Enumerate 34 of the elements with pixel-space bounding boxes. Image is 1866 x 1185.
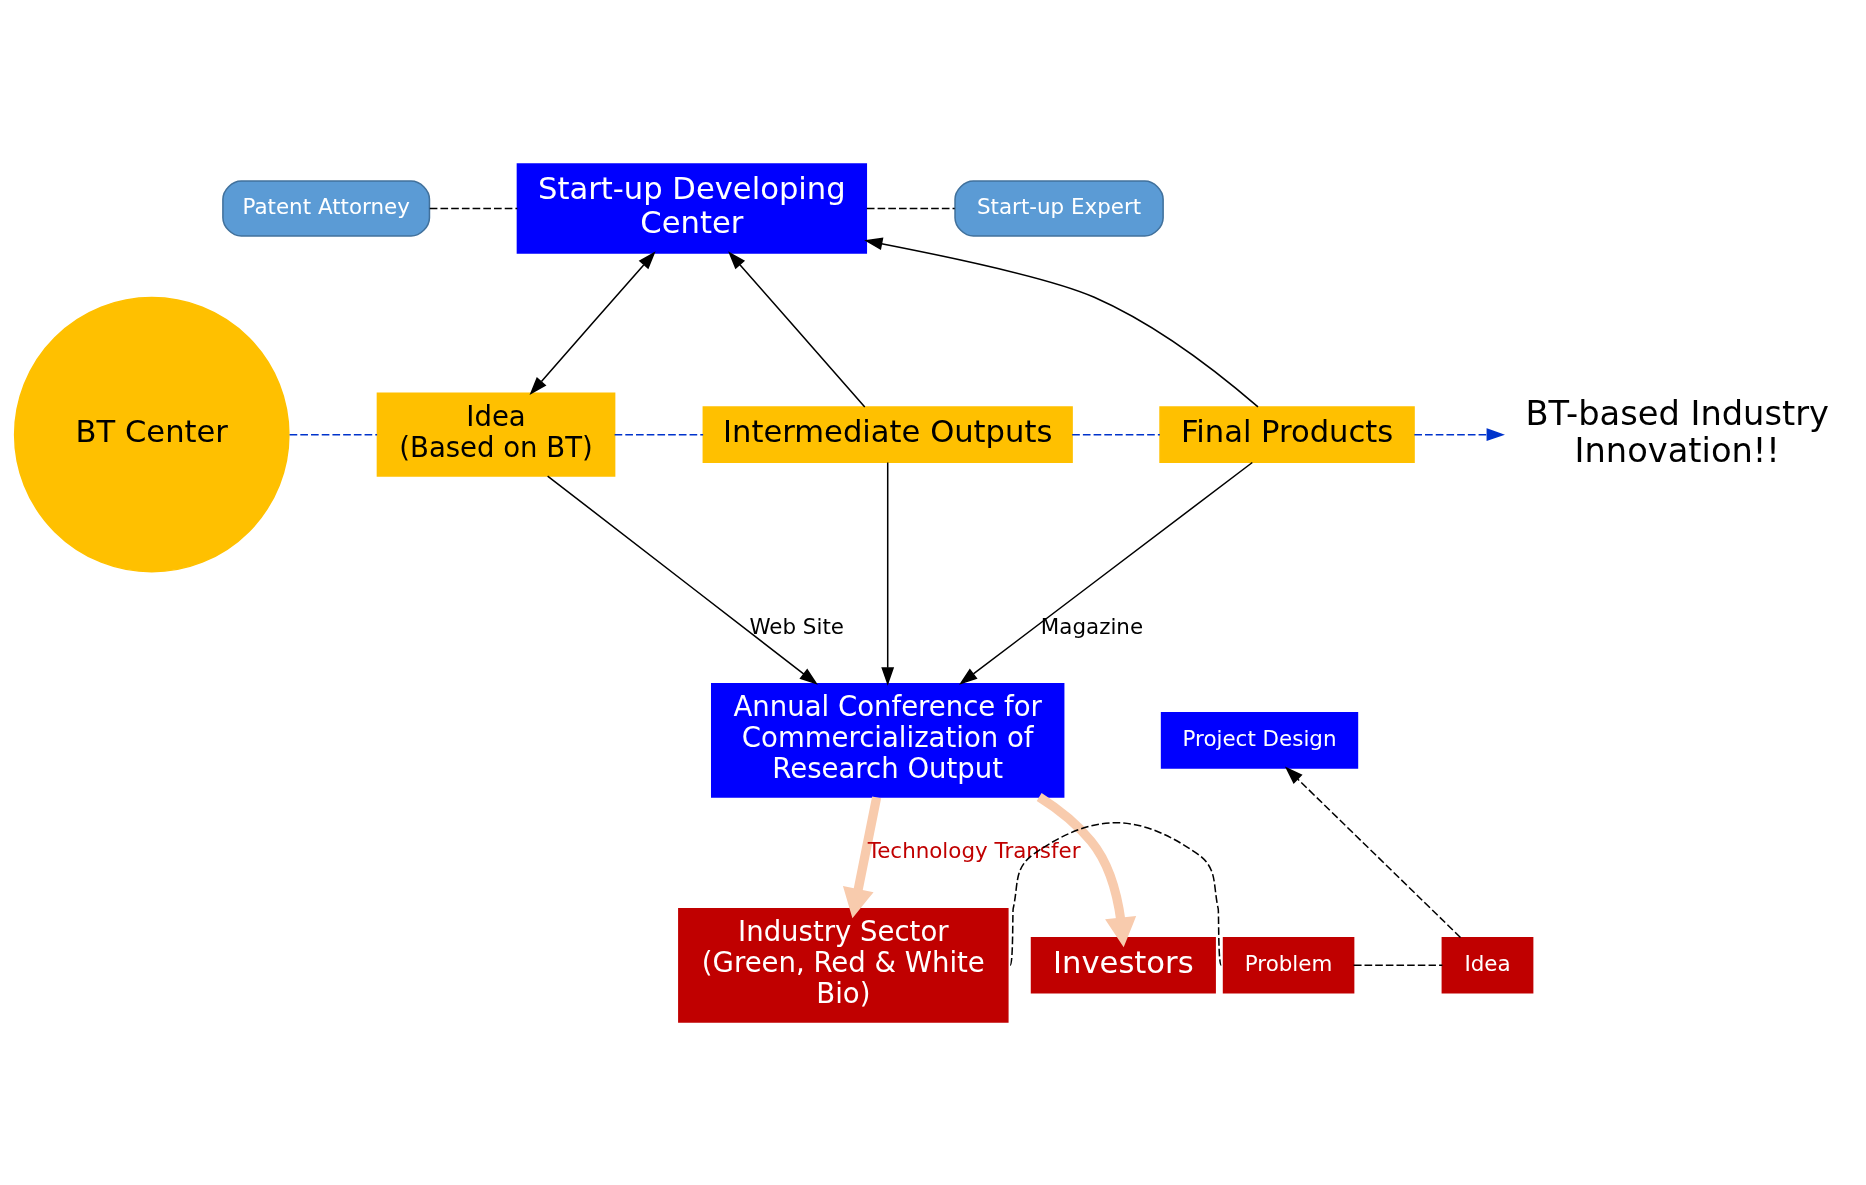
edge-label: Web Site xyxy=(749,613,844,639)
node-box: Annual Conference for Commercialization of Research Output xyxy=(711,682,1065,798)
edge-label: Magazine xyxy=(1040,613,1144,639)
node-box: Start-up Developing Center xyxy=(516,162,868,254)
connector xyxy=(288,433,378,435)
node-box: Start-up Expert xyxy=(954,179,1164,237)
node-box: Patent Attorney xyxy=(222,179,431,237)
connector xyxy=(1352,964,1444,966)
node-box: Industry Sector (Green, Red & White Bio) xyxy=(678,907,1009,1023)
connector xyxy=(866,207,956,209)
connector xyxy=(1071,433,1161,435)
node-box: Idea xyxy=(1441,936,1534,994)
node-circle: BT Center xyxy=(13,296,290,573)
node-box: Final Products xyxy=(1159,405,1415,463)
connector xyxy=(429,207,519,209)
arrow xyxy=(881,461,895,686)
node-box: Idea (Based on BT) xyxy=(376,392,616,477)
arrow xyxy=(1284,766,1462,938)
arrow xyxy=(959,461,1254,685)
arrow xyxy=(728,250,866,408)
arrow xyxy=(546,474,818,685)
edge-label: Technology Transfer xyxy=(867,837,1081,863)
arrow xyxy=(864,237,1259,408)
node-box: Problem xyxy=(1222,936,1355,994)
node-box: Project Design xyxy=(1160,711,1359,769)
connector xyxy=(1009,821,1223,966)
node-box: Intermediate Outputs xyxy=(702,405,1073,463)
connector xyxy=(613,433,704,435)
arrow xyxy=(1036,792,1137,947)
arrow xyxy=(1413,427,1505,441)
node-box: Investors xyxy=(1030,936,1216,994)
arrow xyxy=(842,795,882,918)
node-text: BT-based Industry Innovation!! xyxy=(1525,393,1829,470)
arrow xyxy=(529,250,656,395)
